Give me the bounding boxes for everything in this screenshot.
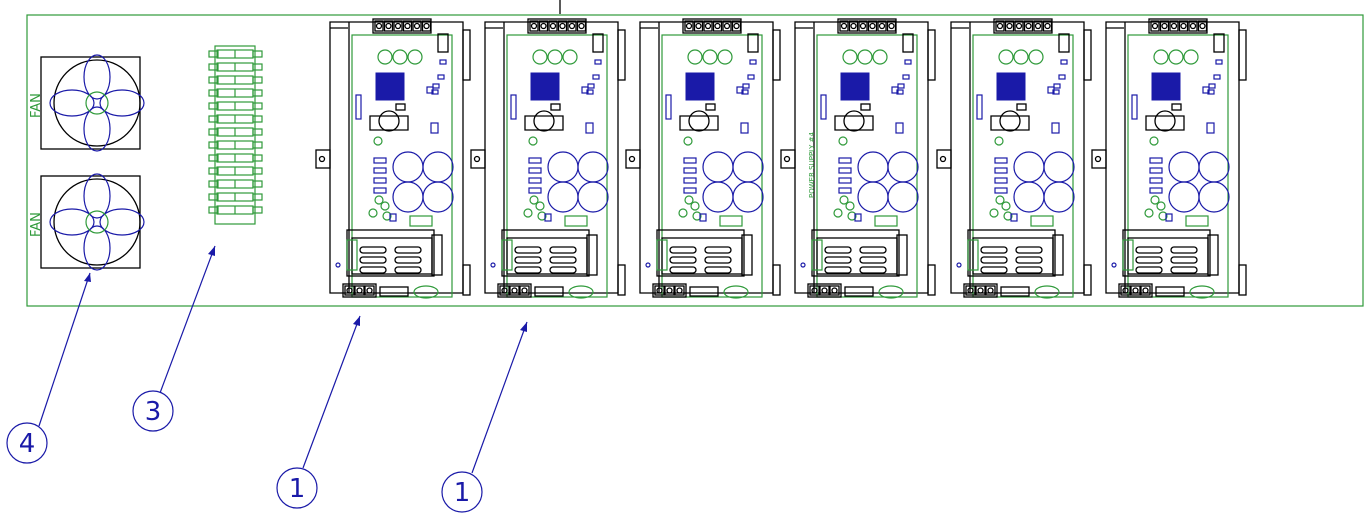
svg-text:1: 1 [454, 478, 471, 508]
svg-text:3: 3 [145, 397, 162, 427]
terminal-block [208, 45, 263, 225]
power-supply-board [315, 18, 471, 299]
power-supply-label: POWER SUPPLY #4 [808, 131, 816, 198]
fan-top [40, 54, 145, 152]
power-supply-board [936, 18, 1092, 299]
power-supply-board [780, 18, 936, 299]
callout-4: 4 [6, 422, 48, 464]
svg-text:1: 1 [289, 474, 306, 504]
fan-bottom [40, 173, 145, 271]
power-supply-board [470, 18, 626, 299]
power-supply-board [1091, 18, 1247, 299]
callout-leaders [38, 245, 528, 474]
enclosure-outline [26, 14, 1364, 307]
svg-text:4: 4 [19, 429, 36, 459]
power-supply-boards [315, 18, 1247, 299]
callout-1-right: 1 [441, 471, 483, 513]
callout-1-left: 1 [276, 467, 318, 509]
power-supply-board [625, 18, 781, 299]
fan-label-bottom: FAN [29, 212, 44, 237]
fan-label-top: FAN [29, 93, 44, 118]
callout-3: 3 [132, 390, 174, 432]
